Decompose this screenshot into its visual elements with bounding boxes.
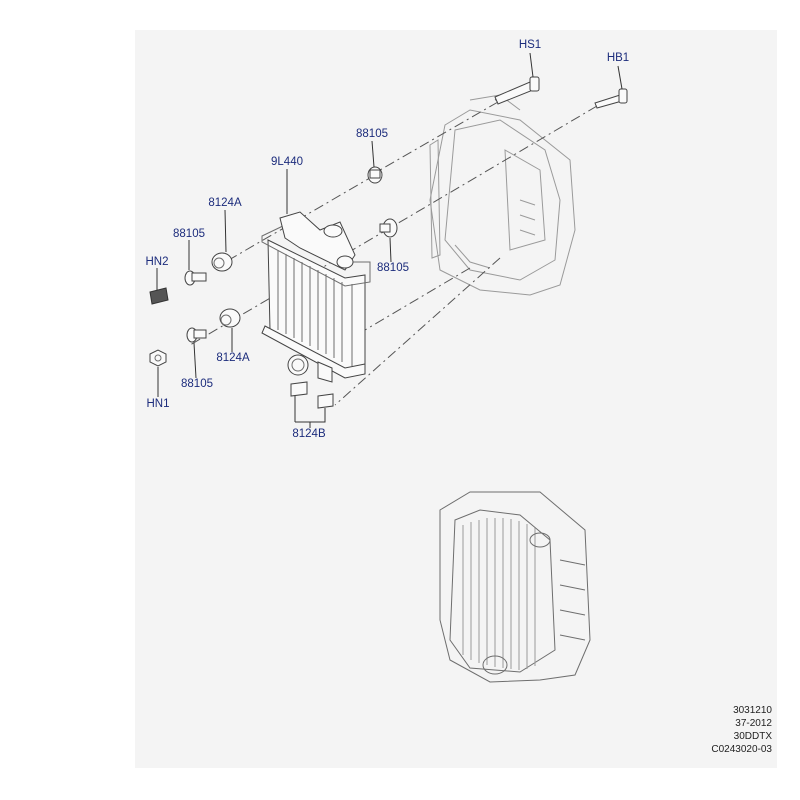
callout-hs1: HS1 (518, 39, 542, 51)
pin-88105-bottom (186, 327, 207, 343)
pin-88105-top (367, 166, 383, 184)
callout-9l440: 9L440 (271, 156, 303, 168)
pin-88105-left (184, 270, 207, 286)
bolt-hs1 (494, 76, 540, 105)
callout-hn2: HN2 (145, 256, 169, 268)
intercooler-9l440 (261, 211, 371, 383)
reference-line-4: C0243020-03 (711, 744, 772, 755)
callout-88105-top: 88105 (356, 128, 388, 140)
callout-8124a-top: 8124A (208, 197, 242, 209)
callout-hn1: HN1 (146, 398, 170, 410)
leader-lines (156, 52, 623, 428)
pin-88105-right (379, 218, 398, 238)
clips-8124b (290, 381, 334, 409)
nut-hn1 (149, 349, 167, 367)
reference-line-1: 3031210 (733, 705, 772, 716)
reference-line-2: 37-2012 (735, 718, 772, 729)
diagram-sheet (135, 30, 777, 768)
callout-88105-right: 88105 (377, 262, 409, 274)
assembly-lines (189, 101, 598, 406)
callout-8124a-bottom: 8124A (216, 352, 250, 364)
reference-block: 3031210 37-2012 30DDTX C0243020-03 (711, 704, 772, 756)
mounting-bracket (429, 94, 576, 296)
grommet-8124a-top (211, 252, 233, 272)
nut-hn2 (149, 287, 169, 305)
locator-view (439, 491, 591, 683)
bolt-hb1 (594, 88, 628, 109)
callout-88105-left: 88105 (173, 228, 205, 240)
grommet-8124a-bottom (219, 308, 241, 328)
callout-8124b: 8124B (292, 428, 326, 440)
callout-hb1: HB1 (606, 52, 630, 64)
callout-88105-bottom: 88105 (181, 378, 213, 390)
reference-line-3: 30DDTX (733, 731, 772, 742)
